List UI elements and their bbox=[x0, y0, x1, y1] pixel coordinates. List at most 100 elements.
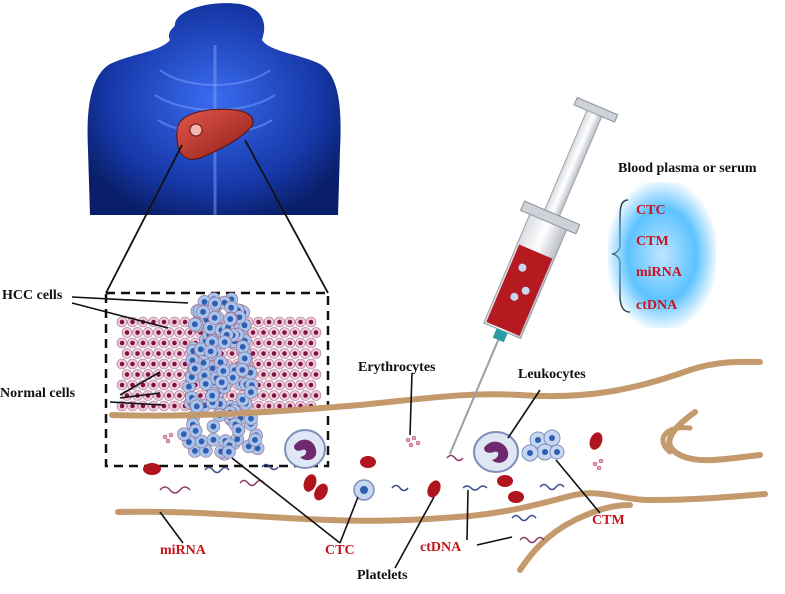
normal-cell-nucleus bbox=[287, 340, 293, 346]
normal-cell-nucleus bbox=[172, 319, 177, 325]
hcc-cell-nucleus bbox=[239, 396, 246, 403]
hcc-cell-nucleus bbox=[197, 346, 204, 353]
plasma-item-mirna: miRNA bbox=[636, 265, 682, 280]
erythrocyte bbox=[143, 463, 161, 475]
normal-cell-nucleus bbox=[266, 340, 272, 346]
normal-cell-nucleus bbox=[298, 319, 303, 325]
erythrocyte bbox=[497, 475, 513, 487]
plasma-item-ctc: CTC bbox=[636, 203, 666, 218]
normal-cell-nucleus bbox=[130, 382, 135, 388]
normal-cell-nucleus bbox=[156, 330, 161, 335]
hcc-cell-nucleus bbox=[192, 427, 199, 434]
normal-cell-nucleus bbox=[124, 372, 130, 377]
normal-cell-nucleus bbox=[119, 361, 125, 367]
normal-cell-nucleus bbox=[145, 372, 151, 377]
blood-vessel bbox=[109, 358, 768, 573]
normal-cell-nucleus bbox=[172, 403, 177, 409]
normal-cell-nucleus bbox=[256, 340, 261, 346]
normal-cell-nucleus bbox=[266, 403, 272, 409]
normal-cell-nucleus bbox=[229, 393, 235, 398]
hcc-cell-nucleus bbox=[207, 348, 214, 355]
normal-cell-nucleus bbox=[298, 361, 303, 367]
liver-organ bbox=[176, 108, 254, 160]
normal-cell-nucleus bbox=[172, 361, 177, 367]
normal-cell-nucleus bbox=[308, 361, 314, 367]
hcc-cell-nucleus bbox=[191, 321, 198, 328]
normal-cell-nucleus bbox=[130, 403, 135, 409]
normal-cell-nucleus bbox=[177, 351, 182, 356]
normal-cell-nucleus bbox=[119, 319, 125, 325]
hcc-cell-nucleus bbox=[209, 339, 215, 346]
normal-cell-nucleus bbox=[313, 330, 319, 335]
normal-cell-nucleus bbox=[156, 393, 161, 398]
hcc-cell-nucleus bbox=[227, 316, 234, 323]
normal-cell-nucleus bbox=[256, 403, 261, 409]
normal-cell-nucleus bbox=[151, 340, 156, 346]
normal-cell-nucleus bbox=[161, 340, 167, 346]
zoom-line-right bbox=[244, 139, 329, 294]
normal-cell-nucleus bbox=[303, 330, 308, 335]
hcc-cell-nucleus bbox=[234, 436, 241, 443]
normal-cell-nucleus bbox=[292, 330, 298, 335]
normal-cell-nucleus bbox=[287, 361, 293, 367]
vessel-branch-curl bbox=[660, 425, 693, 455]
normal-cell-nucleus bbox=[166, 330, 172, 335]
normal-cell-nucleus bbox=[119, 382, 125, 388]
normal-cell-nucleus bbox=[198, 393, 203, 398]
mirna-label: miRNA bbox=[160, 543, 206, 558]
normal-cell-nucleus bbox=[166, 351, 172, 356]
normal-cell-nucleus bbox=[130, 319, 135, 325]
hcc-cell-nucleus bbox=[207, 324, 213, 331]
hcc-cell-nucleus bbox=[241, 322, 248, 329]
hcc-cell-nucleus bbox=[201, 298, 208, 305]
normal-cell-nucleus bbox=[266, 319, 272, 325]
normal-cell-nucleus bbox=[124, 351, 130, 356]
hcc-cell-nucleus bbox=[200, 359, 207, 366]
ctc-cell bbox=[353, 479, 375, 501]
normal-cell-nucleus bbox=[151, 382, 156, 388]
ctm-cluster bbox=[521, 429, 565, 462]
human-body-illustration bbox=[87, 3, 341, 215]
vessel-branch-right bbox=[666, 409, 763, 464]
normal-cell-nucleus bbox=[256, 361, 261, 367]
normal-cell-nucleus bbox=[282, 351, 287, 356]
erythrocyte bbox=[314, 483, 328, 501]
hcc-cell-nucleus bbox=[186, 383, 192, 390]
hcc-cell-nucleus bbox=[254, 445, 261, 452]
normal-cell-nucleus bbox=[277, 340, 282, 346]
syringe-blood bbox=[486, 244, 553, 336]
nucleic-acid-fragments bbox=[159, 454, 565, 544]
normal-cells-label: Normal cells bbox=[0, 386, 76, 401]
hcc-cell-nucleus bbox=[235, 427, 242, 434]
normal-cell-nucleus bbox=[119, 403, 125, 409]
normal-cell-nucleus bbox=[261, 330, 266, 335]
normal-cell-nucleus bbox=[145, 351, 151, 356]
hcc-cell-nucleus bbox=[210, 423, 217, 430]
erythrocyte bbox=[589, 432, 603, 450]
hcc-cell-nucleus bbox=[245, 443, 252, 450]
hcc-cell-nucleus bbox=[217, 359, 224, 366]
hcc-cell-nucleus bbox=[252, 436, 258, 443]
erythrocytes-label: Erythrocytes bbox=[358, 360, 436, 375]
hcc-cell-nucleus bbox=[221, 339, 228, 346]
normal-cell-nucleus bbox=[140, 340, 146, 346]
normal-cell-nucleus bbox=[229, 351, 235, 356]
normal-cell-nucleus bbox=[303, 372, 308, 377]
normal-cell-nucleus bbox=[130, 361, 135, 367]
zoom-line-left bbox=[105, 144, 183, 294]
normal-cell-nucleus bbox=[277, 382, 282, 388]
leukocytes-label: Leukocytes bbox=[518, 367, 586, 382]
syringe-hub bbox=[492, 328, 508, 343]
normal-cell-nucleus bbox=[261, 351, 266, 356]
plasma-item-ctm: CTM bbox=[636, 234, 669, 249]
hcc-cell-nucleus bbox=[210, 436, 217, 443]
hcc-cell-nucleus bbox=[248, 389, 254, 396]
erythrocyte bbox=[360, 456, 376, 468]
normal-cell-nucleus bbox=[277, 319, 282, 325]
normal-cell-nucleus bbox=[145, 330, 151, 335]
syringe-plunger-rod bbox=[543, 109, 603, 219]
normal-cell-nucleus bbox=[182, 340, 188, 346]
erythrocytes-group bbox=[143, 432, 603, 503]
hcc-cell-nucleus bbox=[228, 304, 235, 311]
